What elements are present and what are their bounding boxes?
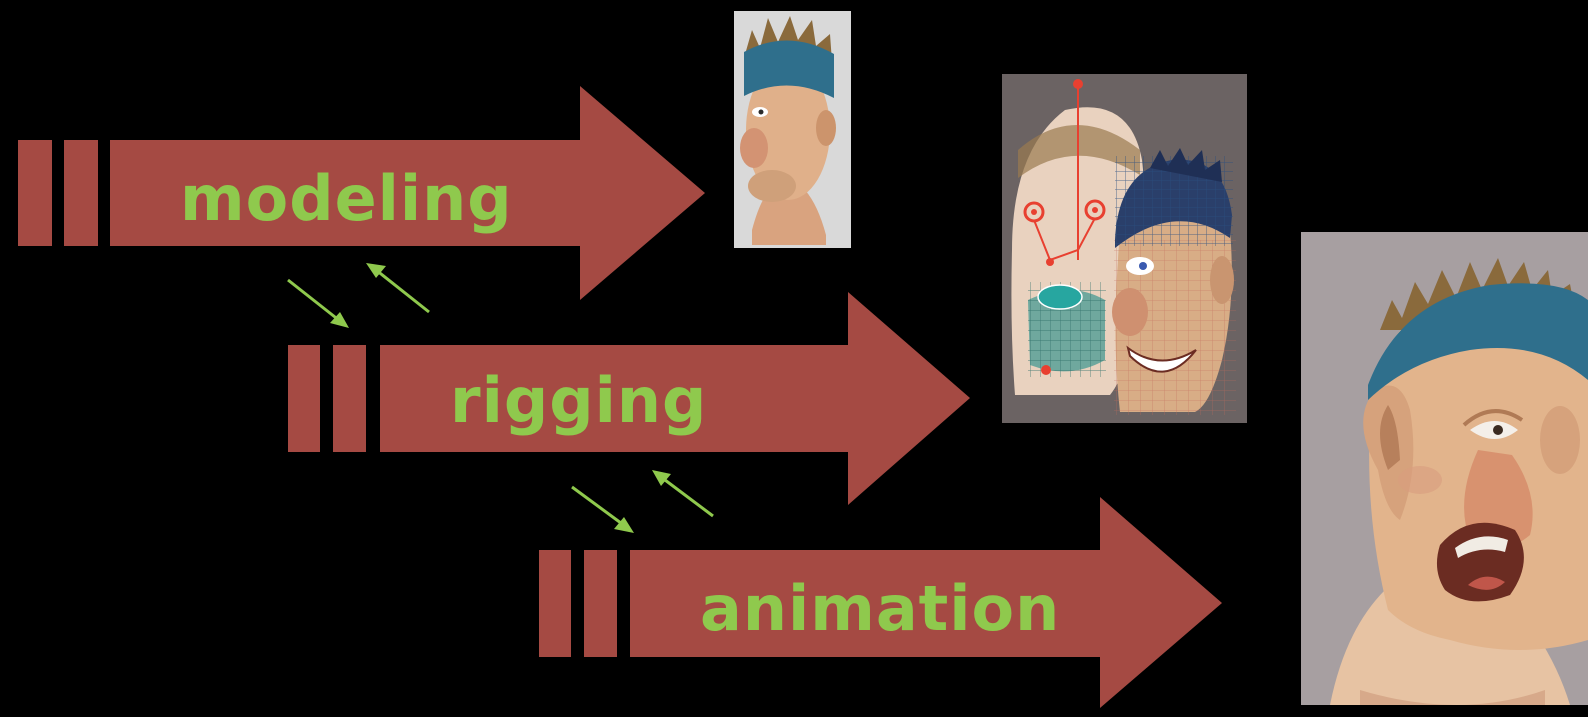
rigging-arrow-stripe-2 — [333, 345, 366, 452]
rigging-animation-feedback-arrows — [572, 470, 713, 533]
animation-arrow-stripe-1 — [539, 550, 571, 657]
animation-label: animation — [700, 572, 1060, 645]
animation-arrow-stripe-2 — [584, 550, 617, 657]
modeling-stage-arrow: modeling — [18, 86, 705, 300]
back-arrow-line-2 — [661, 477, 713, 516]
modeling-arrow-stripe-2 — [64, 140, 98, 246]
back-arrow-line-1 — [376, 270, 429, 312]
character-head-rig-icon — [1002, 74, 1247, 423]
modeling-label: modeling — [180, 162, 513, 235]
rigging-label: rigging — [450, 364, 707, 437]
animation-stage-arrow: animation — [539, 497, 1222, 708]
modeling-rigging-feedback-arrows — [288, 263, 429, 328]
rigging-stage-arrow: rigging — [288, 292, 970, 505]
rigging-arrow-stripe-1 — [288, 345, 320, 452]
character-head-animated-icon — [1301, 232, 1588, 705]
modeling-arrow-stripe-1 — [18, 140, 52, 246]
forward-arrow-line-1 — [288, 280, 340, 321]
character-head-model-icon — [734, 11, 851, 248]
forward-arrow-line-2 — [572, 487, 625, 526]
